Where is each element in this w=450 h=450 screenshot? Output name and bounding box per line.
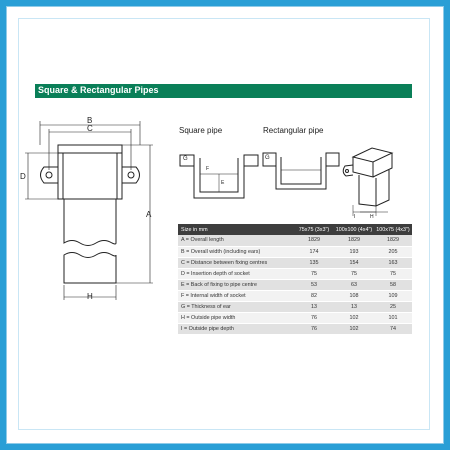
dim-label-c: C <box>87 124 93 133</box>
pipe-front-elevation <box>40 144 140 284</box>
row-label: I = Outside pipe depth <box>178 323 294 336</box>
pipe-shaft-lower <box>63 252 117 284</box>
right-fixing-hole <box>127 171 135 179</box>
table-row: D = Insertion depth of socket 75 75 75 <box>178 268 412 280</box>
cell-value: 193 <box>334 246 374 258</box>
caption-square-pipe: Square pipe <box>179 126 223 135</box>
dim-label-b: B <box>87 116 93 125</box>
table-row: F = Internal width of socket 82 108 109 <box>178 290 412 303</box>
cell-value: 108 <box>334 290 374 303</box>
dim-label-i: I <box>354 214 356 220</box>
cell-value: 205 <box>374 246 412 258</box>
left-ear <box>40 166 58 184</box>
dim-label-h-iso: H <box>370 214 374 220</box>
cell-value: 75 <box>334 268 374 280</box>
cell-value: 109 <box>374 290 412 303</box>
row-label: B = Overall width (including ears) <box>178 246 294 258</box>
cell-value: 1829 <box>294 235 334 247</box>
dim-label-h: H <box>87 292 93 301</box>
caption-rectangular-pipe: Rectangular pipe <box>263 126 324 135</box>
table-row: C = Distance between fixing centres 135 … <box>178 257 412 269</box>
cell-value: 76 <box>294 323 334 336</box>
cell-value: 1829 <box>334 235 374 247</box>
dim-label-a: A <box>146 210 152 219</box>
table-header-row: Size in mm 75x75 (3x3") 100x100 (4x4") 1… <box>178 224 412 235</box>
square-pipe-section <box>179 154 259 199</box>
inner-border <box>18 18 430 430</box>
row-label: H = Outside pipe width <box>178 312 294 325</box>
row-label: F = Internal width of socket <box>178 290 294 303</box>
row-label: G = Thickness of ear <box>178 301 294 314</box>
column-header: 100x100 (4x4") <box>334 224 374 235</box>
dimension-lines <box>25 121 153 300</box>
cell-value: 76 <box>294 312 334 325</box>
isometric-socket <box>342 147 394 207</box>
section-title: Square & Rectangular Pipes <box>38 85 159 95</box>
rectangular-pipe-section <box>262 152 340 190</box>
table-row: E = Back of fixing to pipe centre 53 63 … <box>178 279 412 291</box>
section-title-bar: Square & Rectangular Pipes <box>35 84 412 98</box>
column-header: Size in mm <box>178 224 294 235</box>
dim-label-g-square: G <box>183 156 188 162</box>
cell-value: 25 <box>374 301 412 314</box>
dim-label-e: E <box>221 180 225 186</box>
cell-value: 75 <box>374 268 412 280</box>
cell-value: 53 <box>294 279 334 291</box>
cell-value: 75 <box>294 268 334 280</box>
row-label: C = Distance between fixing centres <box>178 257 294 269</box>
cell-value: 154 <box>334 257 374 269</box>
isometric-dimensions <box>352 205 388 216</box>
row-label: D = Insertion depth of socket <box>178 268 294 280</box>
table-row: G = Thickness of ear 13 13 25 <box>178 301 412 314</box>
cell-value: 58 <box>374 279 412 291</box>
row-label: A = Overall length <box>178 235 294 247</box>
cell-value: 102 <box>334 312 374 325</box>
cell-value: 174 <box>294 246 334 258</box>
table-row: B = Overall width (including ears) 174 1… <box>178 246 412 258</box>
row-label: E = Back of fixing to pipe centre <box>178 279 294 291</box>
cell-value: 82 <box>294 290 334 303</box>
cell-value: 1829 <box>374 235 412 247</box>
left-fixing-hole <box>45 171 53 179</box>
cell-value: 135 <box>294 257 334 269</box>
pipe-shaft-upper <box>63 199 117 246</box>
socket-body <box>57 152 123 200</box>
table-row: A = Overall length 1829 1829 1829 <box>178 235 412 247</box>
column-header: 75x75 (3x3") <box>294 224 334 235</box>
cell-value: 163 <box>374 257 412 269</box>
cell-value: 74 <box>374 323 412 336</box>
table-row: I = Outside pipe depth 76 102 74 <box>178 323 412 336</box>
right-ear <box>122 166 140 184</box>
size-table: Size in mm 75x75 (3x3") 100x100 (4x4") 1… <box>178 224 412 336</box>
dim-label-f: F <box>206 166 210 172</box>
cell-value: 101 <box>374 312 412 325</box>
cell-value: 102 <box>334 323 374 336</box>
cell-value: 13 <box>334 301 374 314</box>
cell-value: 13 <box>294 301 334 314</box>
column-header: 100x75 (4x3") <box>374 224 412 235</box>
dim-label-g-rect: G <box>265 155 270 161</box>
cell-value: 63 <box>334 279 374 291</box>
table-row: H = Outside pipe width 76 102 101 <box>178 312 412 325</box>
dim-label-d: D <box>20 172 26 181</box>
socket-top-rim <box>57 144 123 153</box>
